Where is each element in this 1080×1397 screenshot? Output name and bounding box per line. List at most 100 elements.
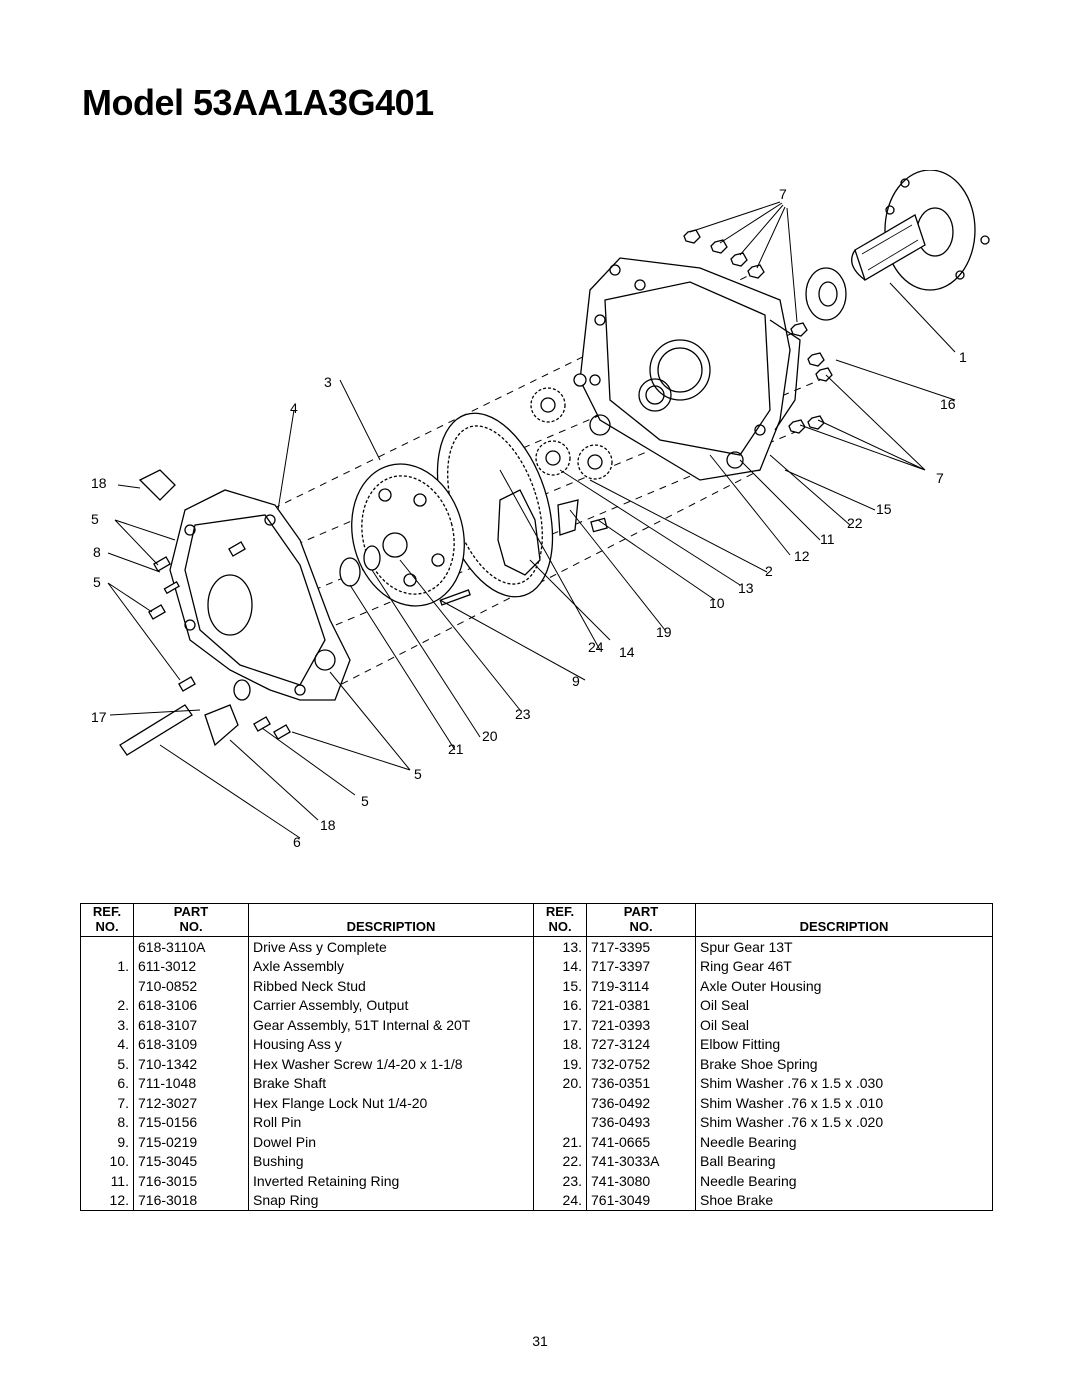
cell-part-no: 741-3080 [586,1171,696,1191]
cell-description: Shim Washer .76 x 1.5 x .020 [695,1112,993,1132]
cell-description: Elbow Fitting [695,1034,993,1054]
callout-15: 15 [876,501,892,517]
gear-assembly-drawing [351,463,465,607]
cell-part-no: 715-3045 [133,1151,249,1171]
cell-description: Oil Seal [695,1015,993,1035]
cell-ref-no: 20. [533,1073,587,1093]
callout-3: 3 [324,374,332,390]
cell-description: Bushing [248,1151,534,1171]
cell-part-no: 618-3107 [133,1015,249,1035]
cell-ref-no [533,1112,587,1132]
cell-part-no: 719-3114 [586,976,696,996]
cell-ref-no: 7. [117,1094,129,1111]
callout-8: 8 [93,544,101,560]
cell-ref-no: 14. [533,956,587,976]
cell-description: Roll Pin [248,1112,534,1132]
cell-description: Axle Outer Housing [695,976,993,996]
hex-lock-nuts-top-drawing [683,229,808,337]
cell-part-no: 717-3395 [586,936,696,957]
header-description-2: DESCRIPTION [695,919,993,937]
header-ref-no-1: NO. [80,919,134,937]
cell-ref-no [533,1093,587,1113]
callout-18-top: 18 [91,475,107,491]
brake-spring-drawing [557,499,579,536]
housing-drawing [169,489,351,701]
callout-2: 2 [765,563,773,579]
oil-seal-17-drawing [233,679,251,701]
page-title: Model 53AA1A3G401 [82,82,434,123]
cell-part-no: 727-3124 [586,1034,696,1054]
callout-1: 1 [959,349,967,365]
callout-5-a: 5 [91,511,99,527]
cell-ref-no: 5. [117,1055,129,1072]
callout-19: 19 [656,624,672,640]
callout-17: 17 [91,709,107,725]
shim-washer-drawing [363,545,381,571]
table-header-row-bottom: NO. NO. DESCRIPTION NO. NO. DESCRIPTION [80,919,993,937]
callout-5-c: 5 [414,766,422,782]
callout-6: 6 [293,834,301,850]
cell-part-no: 618-3110A [133,936,249,957]
header-ref-top-2: REF. [533,903,587,919]
cell-ref-no: 24. [533,1190,587,1211]
roll-pin-drawing [163,581,180,595]
cell-description: Shim Washer .76 x 1.5 x .030 [695,1073,993,1093]
cell-description: Housing Ass y [248,1034,534,1054]
header-part-top-2: PART [586,903,696,919]
hex-washer-screws-drawing [148,541,291,740]
cell-ref-no: 1. [117,958,129,975]
cell-description: Hex Flange Lock Nut 1/4-20 [248,1093,534,1113]
cell-ref-no: 15. [533,976,587,996]
header-ref-no-2: NO. [533,919,587,937]
spur-gears-drawing [530,373,613,480]
header-part-top-1: PART [133,903,249,919]
needle-bearing-drawing [339,557,361,587]
cell-part-no: 712-3027 [133,1093,249,1113]
cell-part-no: 736-0493 [586,1112,696,1132]
cell-part-no: 618-3109 [133,1034,249,1054]
callout-12: 12 [794,548,810,564]
cell-description: Brake Shoe Spring [695,1054,993,1074]
cell-description: Drive Ass y Complete [248,936,534,957]
cell-part-no: 611-3012 [133,956,249,976]
cell-ref-no: 21. [533,1132,587,1152]
header-part-no-1: NO. [133,919,249,937]
exploded-parts-diagram: 7 1 16 7 15 22 11 12 2 13 10 19 24 14 9 … [91,170,990,850]
cell-part-no: 715-0156 [133,1112,249,1132]
cell-description: Needle Bearing [695,1171,993,1191]
cell-part-no: 741-0665 [586,1132,696,1152]
shoe-brake-drawing [497,489,541,576]
cell-description: Needle Bearing [695,1132,993,1152]
cell-description: Ball Bearing [695,1151,993,1171]
cell-ref-no: 16. [533,995,587,1015]
cell-ref-no: 18. [533,1034,587,1054]
cell-ref-no: 11. [110,1172,129,1189]
cell-description: Carrier Assembly, Output [248,995,534,1015]
callout-24: 24 [588,639,604,655]
cell-description: Snap Ring [248,1190,534,1211]
cell-description: Spur Gear 13T [695,936,993,957]
cell-description: Dowel Pin [248,1132,534,1152]
header-desc-top-1 [248,903,534,919]
page-number: 31 [532,1333,548,1349]
callout-4: 4 [290,400,298,416]
callout-22: 22 [847,515,863,531]
oil-seal-16-drawing [805,267,847,321]
cell-description: Shoe Brake [695,1190,993,1211]
cell-part-no: 717-3397 [586,956,696,976]
callout-5-b: 5 [93,574,101,590]
cell-part-no: 715-0219 [133,1132,249,1152]
cell-ref-no: 9. [117,1133,129,1150]
cell-ref-no: 13. [533,936,587,957]
